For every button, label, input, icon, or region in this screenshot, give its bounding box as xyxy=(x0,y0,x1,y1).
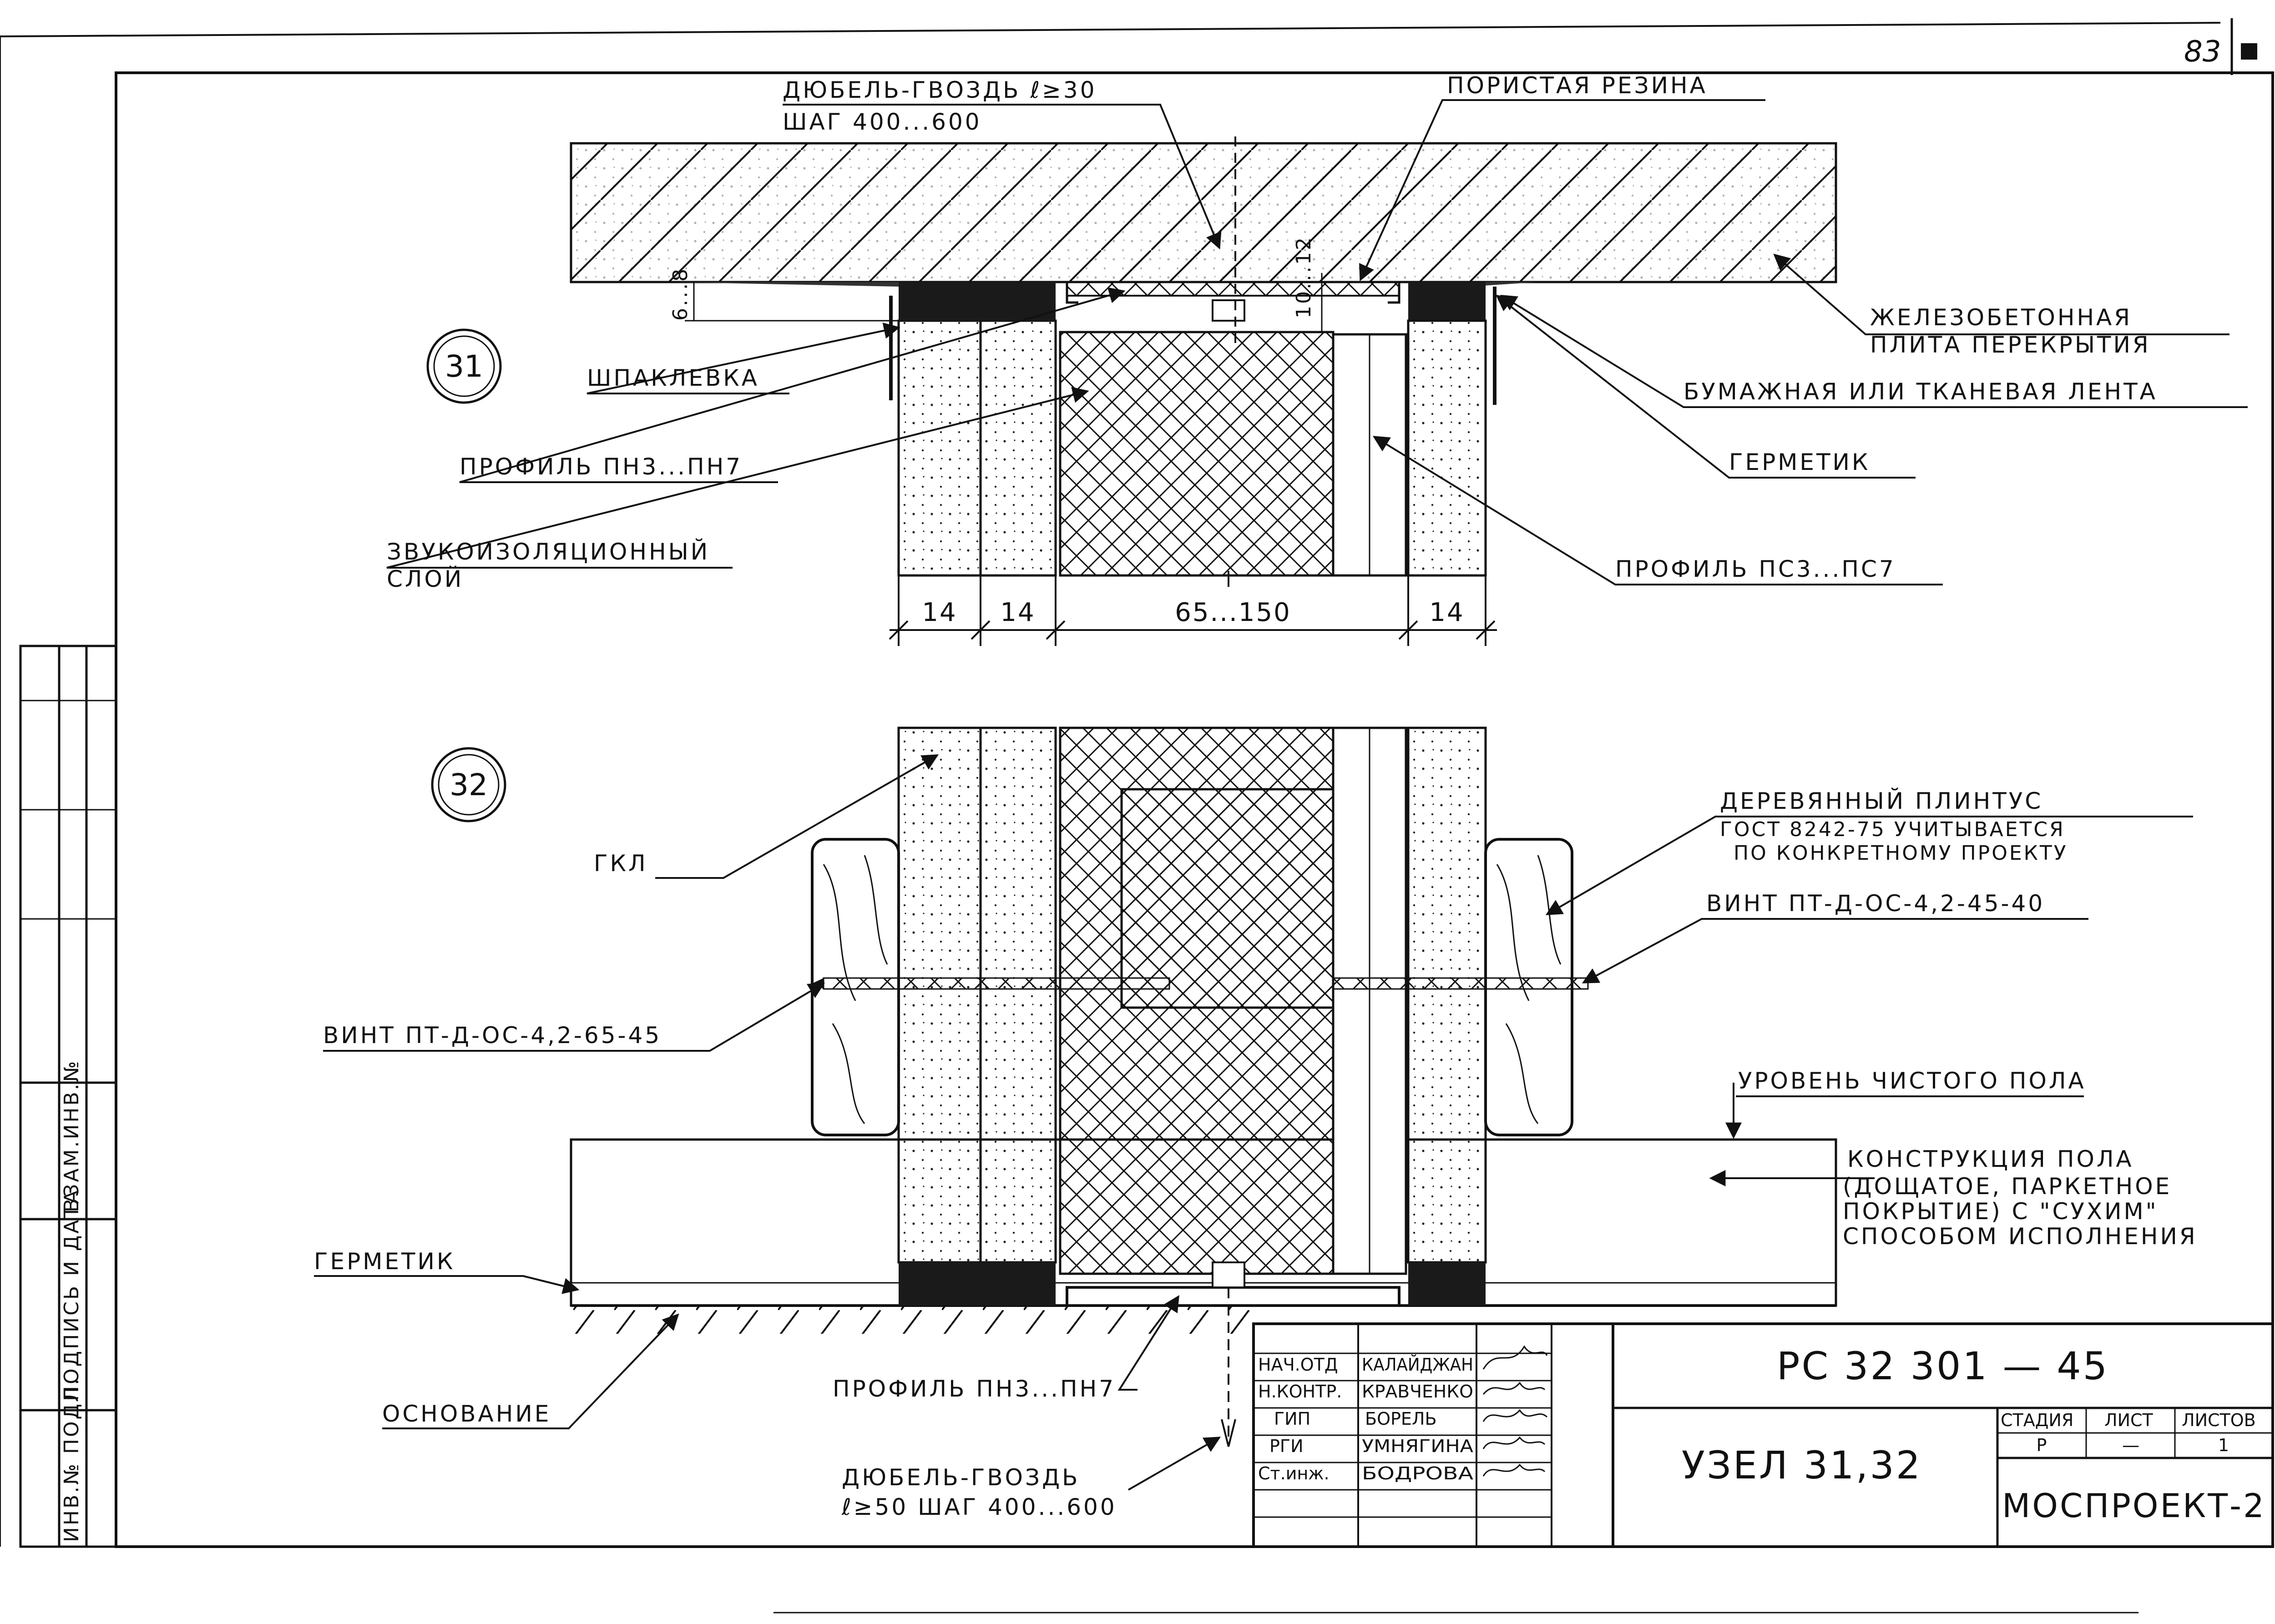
label-floor-level: УРОВЕНЬ ЧИСТОГО ПОЛА xyxy=(1738,1068,2086,1094)
tb-sheets: 1 xyxy=(2218,1435,2229,1455)
page-number: 83 xyxy=(2184,35,2221,69)
label-screw-right: ВИНТ ПТ-Д-ОС-4,2-45-40 xyxy=(1706,890,2045,917)
title-block xyxy=(1252,1322,2274,1548)
core-inner-box xyxy=(1120,788,1339,1009)
corner-mark xyxy=(2241,43,2257,60)
signatures xyxy=(1482,1345,1548,1477)
label-skirting-2: ГОСТ 8242-75 УЧИТЫВАЕТСЯ xyxy=(1720,818,2065,841)
leaders-32 xyxy=(314,754,2193,1491)
detail-31-marker xyxy=(426,328,502,404)
label-skirting-3: ПО КОНКРЕТНОМУ ПРОЕКТУ xyxy=(1734,842,2068,865)
stamp-inv-podl: ИНВ.№ ПОДЛ. xyxy=(60,1377,83,1542)
gkl-32-left-outer xyxy=(897,726,982,1264)
detail-31-number: 31 xyxy=(445,349,483,384)
porous-rubber-left xyxy=(899,282,1056,321)
screw-right xyxy=(1332,977,1589,990)
dowel-head-top xyxy=(1212,299,1245,322)
screw-left xyxy=(823,977,1170,990)
tb-sheet-header: ЛИСТ xyxy=(2104,1410,2154,1430)
tb-name-2: БОРЕЛЬ xyxy=(1365,1409,1437,1429)
gkl-32-right xyxy=(1407,726,1487,1264)
porous-rubber-right xyxy=(1408,282,1486,321)
detail-32-marker xyxy=(431,747,506,822)
rubber-32-right xyxy=(1408,1262,1486,1306)
leaders-31 xyxy=(386,99,2248,585)
label-floor-3: ПОКРЫТИЕ) С "СУХИМ" xyxy=(1843,1198,2159,1225)
label-sound-1: ЗВУКОИЗОЛЯЦИОННЫЙ xyxy=(387,538,710,565)
label-sound-2: СЛОЙ xyxy=(387,565,464,592)
tb-role-0: НАЧ.ОТД xyxy=(1258,1355,1338,1375)
tb-stage: Р xyxy=(2037,1435,2047,1455)
label-profile-ps: ПРОФИЛЬ ПС3...ПС7 xyxy=(1615,556,1896,582)
label-screw-left: ВИНТ ПТ-Д-ОС-4,2-65-45 xyxy=(323,1022,662,1049)
gkl-board-left-inner xyxy=(979,319,1057,577)
tb-role-3: РГИ xyxy=(1269,1436,1304,1456)
label-profile-pn: ПРОФИЛЬ ПН3...ПН7 xyxy=(460,454,743,480)
dim-w2: 14 xyxy=(1000,598,1035,627)
tb-role-1: Н.КОНТР. xyxy=(1258,1382,1342,1402)
label-dowel-32-1: ДЮБЕЛЬ-ГВОЗДЬ xyxy=(842,1464,1080,1491)
tb-sheet: — xyxy=(2122,1435,2139,1455)
tb-stage-header: СТАДИЯ xyxy=(2001,1410,2073,1430)
dim-gap: 6...8 xyxy=(669,267,692,321)
label-porous-rubber: ПОРИСТАЯ РЕЗИНА xyxy=(1447,72,1708,99)
detail-32-number: 32 xyxy=(450,767,488,802)
gkl-board-right xyxy=(1407,319,1487,577)
dim-profile-depth: 10...12 xyxy=(1292,236,1315,318)
label-sealant-31: ГЕРМЕТИК xyxy=(1729,449,1870,475)
label-sealant-32: ГЕРМЕТИК xyxy=(314,1248,455,1275)
label-slab-2: ПЛИТА ПЕРЕКРЫТИЯ xyxy=(1870,332,2151,358)
gkl-board-left-outer xyxy=(897,319,982,577)
stamp-vzam-inv: ВЗАМ.ИНВ.№ xyxy=(60,1059,83,1212)
tb-title: УЗЕЛ 31,32 xyxy=(1682,1443,1922,1488)
detail-31: 31 6...8 10...12 14 14 65...150 14 xyxy=(386,72,2248,646)
label-gkl: ГКЛ xyxy=(594,850,648,877)
label-dowel-32-2: ℓ≥50 ШАГ 400...600 xyxy=(841,1494,1117,1520)
tb-name-0: КАЛАЙДЖАН xyxy=(1362,1355,1473,1375)
sound-insulation-core xyxy=(1059,331,1335,577)
tb-name-1: КРАВЧЕНКО xyxy=(1362,1382,1473,1402)
label-floor-2: (ДОЩАТОЕ, ПАРКЕТНОЕ xyxy=(1843,1173,2172,1200)
label-putty: ШПАКЛЕВКА xyxy=(587,365,759,391)
label-dowel-top-2: ШАГ 400...600 xyxy=(783,109,982,135)
dim-core: 65...150 xyxy=(1175,598,1291,627)
label-floor-4: СПОСОБОМ ИСПОЛНЕНИЯ xyxy=(1843,1223,2198,1250)
label-floor-1: КОНСТРУКЦИЯ ПОЛА xyxy=(1847,1146,2134,1172)
tb-name-3: УМНЯГИНА xyxy=(1362,1436,1473,1456)
side-stamp xyxy=(19,645,117,1548)
label-tape: БУМАЖНАЯ ИЛИ ТКАНЕВАЯ ЛЕНТА xyxy=(1684,378,2158,405)
label-dowel-top-1: ДЮБЕЛЬ-ГВОЗДЬ ℓ≥30 xyxy=(783,77,1097,103)
tb-role-2: ГИП xyxy=(1274,1409,1310,1429)
dowel-head-bottom xyxy=(1212,1261,1245,1288)
base-hatching xyxy=(571,1306,1254,1334)
label-slab-1: ЖЕЛЕЗОБЕТОННАЯ xyxy=(1870,304,2132,331)
dim-w3: 14 xyxy=(1429,598,1464,627)
dimension-chain-31 xyxy=(889,575,1497,646)
gkl-32-left-inner xyxy=(979,726,1057,1264)
label-skirting-1: ДЕРЕВЯННЫЙ ПЛИНТУС xyxy=(1720,787,2043,814)
stamp-signature-date: ПОДПИСЬ И ДАТА xyxy=(60,1189,83,1401)
rubber-32-left xyxy=(899,1262,1056,1306)
detail-32: 32 xyxy=(314,726,2198,1520)
label-profile-pn-32: ПРОФИЛЬ ПН3...ПН7 xyxy=(833,1376,1116,1402)
label-base: ОСНОВАНИЕ xyxy=(382,1401,551,1427)
tb-sheets-header: ЛИСТОВ xyxy=(2182,1410,2256,1430)
dim-w1: 14 xyxy=(922,598,957,627)
tb-org: МОСПРОЕКТ-2 xyxy=(2002,1487,2266,1525)
tb-code: РС 32 301 — 45 xyxy=(1777,1344,2109,1388)
tb-role-4: Ст.инж. xyxy=(1258,1463,1330,1483)
tb-name-4: БОДРОВА xyxy=(1362,1463,1473,1483)
